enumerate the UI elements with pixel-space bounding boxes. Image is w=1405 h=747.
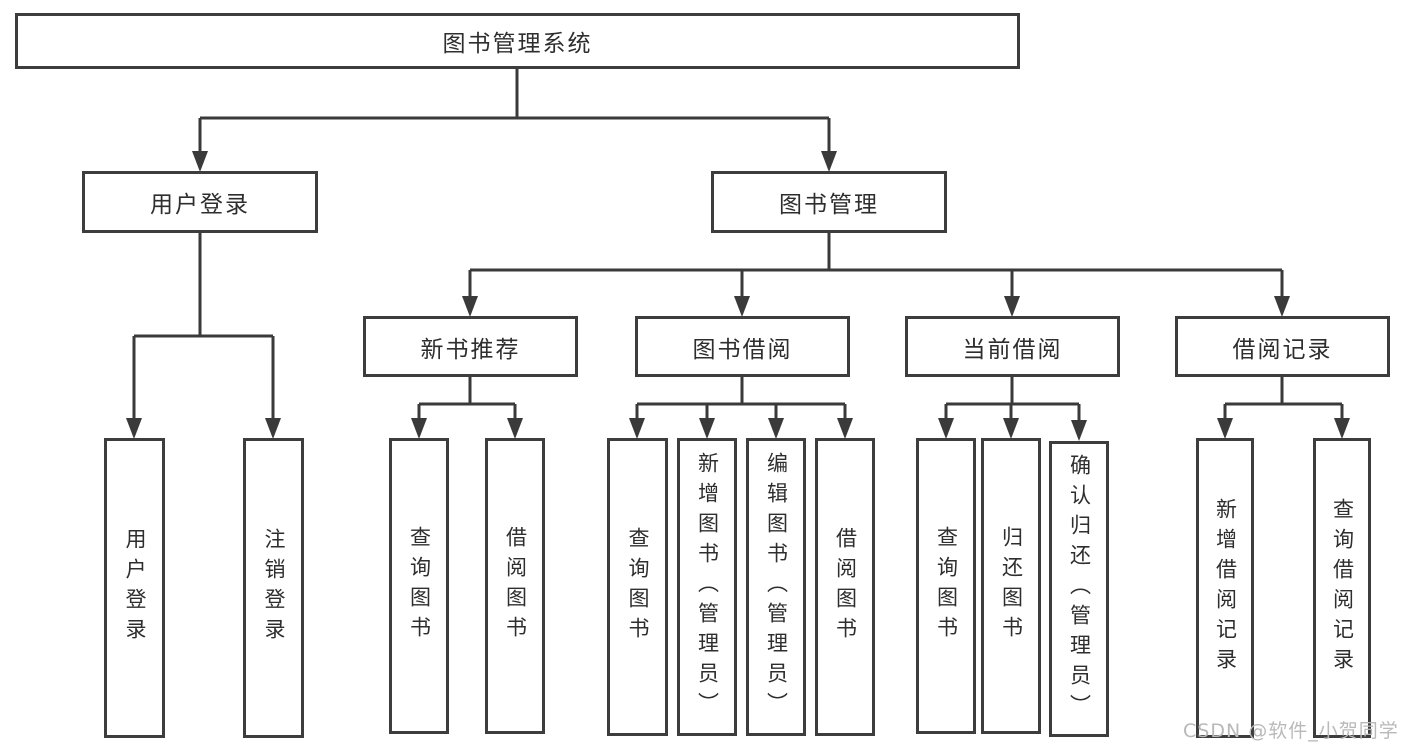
connector-user-login-to-leaves xyxy=(126,233,281,439)
arrowhead xyxy=(734,296,750,317)
arrowhead xyxy=(1334,418,1350,439)
arrowhead xyxy=(938,418,954,439)
node-label: 查询图书 xyxy=(934,526,959,646)
node-leaf-borrow-books-1: 借阅图书 xyxy=(485,438,545,734)
arrowhead xyxy=(837,418,853,439)
node-label: 新增图书（管理员） xyxy=(695,452,720,722)
arrowhead xyxy=(1003,418,1019,439)
connector-line xyxy=(198,69,831,154)
node-label: 新增借阅记录 xyxy=(1213,498,1238,678)
node-label: 编辑图书（管理员） xyxy=(764,452,789,722)
node-leaf-add-books-admin: 新增图书（管理员） xyxy=(677,438,737,736)
connector-root-to-level2 xyxy=(192,69,837,172)
arrowhead xyxy=(821,151,837,172)
connector-current-to-leaves xyxy=(938,377,1087,441)
node-label: 确认归还（管理员） xyxy=(1067,454,1092,724)
node-label: 当前借阅 xyxy=(962,336,1063,363)
node-label: 新书推荐 xyxy=(420,336,521,363)
arrowhead xyxy=(1217,418,1233,439)
node-label: 归还图书 xyxy=(999,526,1024,646)
node-new-book-recommend: 新书推荐 xyxy=(363,316,578,377)
connector-line xyxy=(468,233,1284,299)
connector-line xyxy=(417,377,517,421)
connector-line xyxy=(1223,377,1344,421)
arrowhead xyxy=(1071,420,1087,441)
connector-line xyxy=(635,377,847,421)
node-label: 用户登录 xyxy=(150,192,250,218)
node-label: 借阅图书 xyxy=(503,526,528,646)
arrowhead xyxy=(629,418,645,439)
connector-borrowing-to-leaves xyxy=(629,377,853,439)
node-user-login: 用户登录 xyxy=(82,171,318,233)
arrowhead xyxy=(699,418,715,439)
connector-new-book-to-leaves xyxy=(411,377,523,439)
node-label: 查询图书 xyxy=(407,526,432,646)
node-label: 图书借阅 xyxy=(692,336,793,363)
node-leaf-query-books-2: 查询图书 xyxy=(607,438,668,736)
connector-book-management-to-level3 xyxy=(462,233,1290,317)
node-label: 查询借阅记录 xyxy=(1330,498,1355,678)
node-leaf-edit-books-admin: 编辑图书（管理员） xyxy=(746,438,806,736)
node-leaf-add-borrow-record: 新增借阅记录 xyxy=(1196,438,1254,738)
arrowhead xyxy=(768,418,784,439)
node-leaf-query-books-3: 查询图书 xyxy=(916,438,976,734)
node-current-borrowing: 当前借阅 xyxy=(905,316,1120,377)
node-leaf-query-borrow-record: 查询借阅记录 xyxy=(1313,438,1371,738)
node-book-borrowing: 图书借阅 xyxy=(635,316,850,377)
node-label: 图书管理 xyxy=(779,192,879,218)
node-leaf-return-books: 归还图书 xyxy=(981,438,1041,734)
arrowhead xyxy=(462,296,478,317)
node-label: 查询图书 xyxy=(626,527,650,647)
csdn-watermark: CSDN @软件_小贺同学 xyxy=(1183,720,1399,742)
arrowhead xyxy=(1004,296,1020,317)
arrowhead xyxy=(507,418,523,439)
node-label: 借阅记录 xyxy=(1232,336,1333,363)
node-label: 注销登录 xyxy=(262,528,286,648)
arrowhead xyxy=(126,418,142,439)
connector-records-to-leaves xyxy=(1217,377,1350,439)
node-label: 用户登录 xyxy=(123,528,147,648)
node-borrowing-records: 借阅记录 xyxy=(1175,316,1390,377)
arrowhead xyxy=(192,151,208,172)
node-leaf-confirm-return-admin: 确认归还（管理员） xyxy=(1049,441,1109,737)
node-label: 借阅图书 xyxy=(833,527,858,647)
arrowhead xyxy=(1274,296,1290,317)
node-book-management: 图书管理 xyxy=(711,171,947,233)
connector-line xyxy=(132,233,275,421)
node-leaf-user-login: 用户登录 xyxy=(104,438,165,738)
connector-line xyxy=(944,377,1081,423)
node-leaf-query-books-1: 查询图书 xyxy=(389,438,449,734)
arrowhead xyxy=(411,418,427,439)
node-leaf-logout: 注销登录 xyxy=(243,438,304,738)
node-label: 图书管理系统 xyxy=(442,31,593,57)
node-root-library-management-system: 图书管理系统 xyxy=(15,13,1020,69)
node-leaf-borrow-books-2: 借阅图书 xyxy=(815,438,875,736)
arrowhead xyxy=(265,418,281,439)
